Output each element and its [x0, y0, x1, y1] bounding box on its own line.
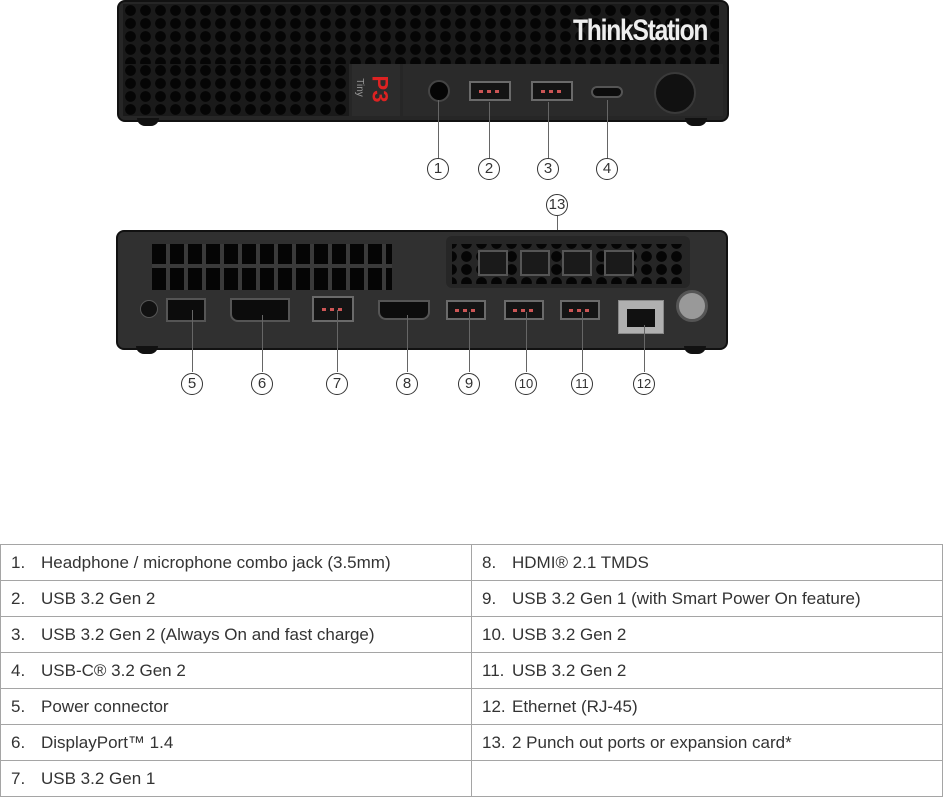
- mini-dp-2: [520, 250, 550, 276]
- brand-logo: ThinkStation: [573, 14, 708, 47]
- leader-line: [407, 315, 408, 372]
- table-cell: 11.USB 3.2 Gen 2: [471, 652, 943, 689]
- leader-line: [262, 315, 263, 372]
- table-cell: 13.2 Punch out ports or expansion card*: [471, 724, 943, 761]
- leader-line: [469, 312, 470, 372]
- callout-4: 4: [596, 158, 618, 180]
- mini-dp-1: [478, 250, 508, 276]
- table-cell: 5.Power connector: [0, 688, 472, 725]
- table-cell: 10.USB 3.2 Gen 2: [471, 616, 943, 653]
- front-grille-left: [123, 64, 349, 116]
- callout-8: 8: [396, 373, 418, 395]
- table-cell: 7.USB 3.2 Gen 1: [0, 760, 472, 797]
- callout-6: 6: [251, 373, 273, 395]
- foot: [684, 346, 706, 354]
- usb-port-11: [560, 300, 600, 320]
- displayport: [230, 298, 290, 322]
- callout-12: 12: [633, 373, 655, 395]
- table-cell-empty: [471, 760, 943, 797]
- foot: [685, 118, 707, 126]
- callout-3: 3: [537, 158, 559, 180]
- callout-10: 10: [515, 373, 537, 395]
- audio-jack: [428, 80, 450, 102]
- model-badge: P3 Tiny: [352, 64, 400, 116]
- usb-port-7: [312, 296, 354, 322]
- usb-port-3: [531, 81, 573, 101]
- leader-line: [548, 102, 549, 158]
- foot: [137, 118, 159, 126]
- callout-13: 13: [546, 194, 568, 216]
- table-row: 7.USB 3.2 Gen 1: [0, 760, 943, 797]
- mini-dp-4: [604, 250, 634, 276]
- kensington-slot: [140, 300, 158, 318]
- callout-1: 1: [427, 158, 449, 180]
- table-cell: 1.Headphone / microphone combo jack (3.5…: [0, 544, 472, 581]
- power-connector: [166, 298, 206, 322]
- callout-5: 5: [181, 373, 203, 395]
- table-cell: 2.USB 3.2 Gen 2: [0, 580, 472, 617]
- callout-11: 11: [571, 373, 593, 395]
- foot: [136, 346, 158, 354]
- table-cell: 8.HDMI® 2.1 TMDS: [471, 544, 943, 581]
- leader-line: [489, 102, 490, 158]
- vent-divider: [152, 264, 392, 268]
- leader-line: [607, 100, 608, 158]
- power-button[interactable]: [654, 72, 696, 114]
- leader-line: [438, 100, 439, 158]
- ports-table: 1.Headphone / microphone combo jack (3.5…: [0, 544, 943, 797]
- table-cell: 9.USB 3.2 Gen 1 (with Smart Power On fea…: [471, 580, 943, 617]
- rear-view: [116, 230, 730, 356]
- table-cell: 6.DisplayPort™ 1.4: [0, 724, 472, 761]
- table-cell: 4.USB-C® 3.2 Gen 2: [0, 652, 472, 689]
- leader-line: [337, 310, 338, 372]
- callout-9: 9: [458, 373, 480, 395]
- table-cell: 3.USB 3.2 Gen 2 (Always On and fast char…: [0, 616, 472, 653]
- usb-port-9: [446, 300, 486, 320]
- front-view: ThinkStation P3 Tiny: [117, 0, 729, 126]
- table-cell: 12.Ethernet (RJ-45): [471, 688, 943, 725]
- leader-line: [526, 312, 527, 372]
- table-row: 1.Headphone / microphone combo jack (3.5…: [0, 544, 943, 581]
- table-row: 5.Power connector 12.Ethernet (RJ-45): [0, 688, 943, 725]
- mini-dp-3: [562, 250, 592, 276]
- table-row: 6.DisplayPort™ 1.4 13.2 Punch out ports …: [0, 724, 943, 761]
- table-row: 4.USB-C® 3.2 Gen 2 11.USB 3.2 Gen 2: [0, 652, 943, 689]
- table-row: 3.USB 3.2 Gen 2 (Always On and fast char…: [0, 616, 943, 653]
- ethernet-port: [618, 300, 664, 334]
- usb-c-port: [591, 86, 623, 98]
- hdmi-port: [378, 300, 430, 320]
- leader-line: [644, 325, 645, 372]
- antenna-connector: [676, 290, 708, 322]
- leader-line: [582, 312, 583, 372]
- callout-7: 7: [326, 373, 348, 395]
- usb-port-10: [504, 300, 544, 320]
- usb-port-2: [469, 81, 511, 101]
- front-grille: [123, 4, 719, 64]
- leader-line: [192, 310, 193, 372]
- table-row: 2.USB 3.2 Gen 2 9.USB 3.2 Gen 1 (with Sm…: [0, 580, 943, 617]
- callout-2: 2: [478, 158, 500, 180]
